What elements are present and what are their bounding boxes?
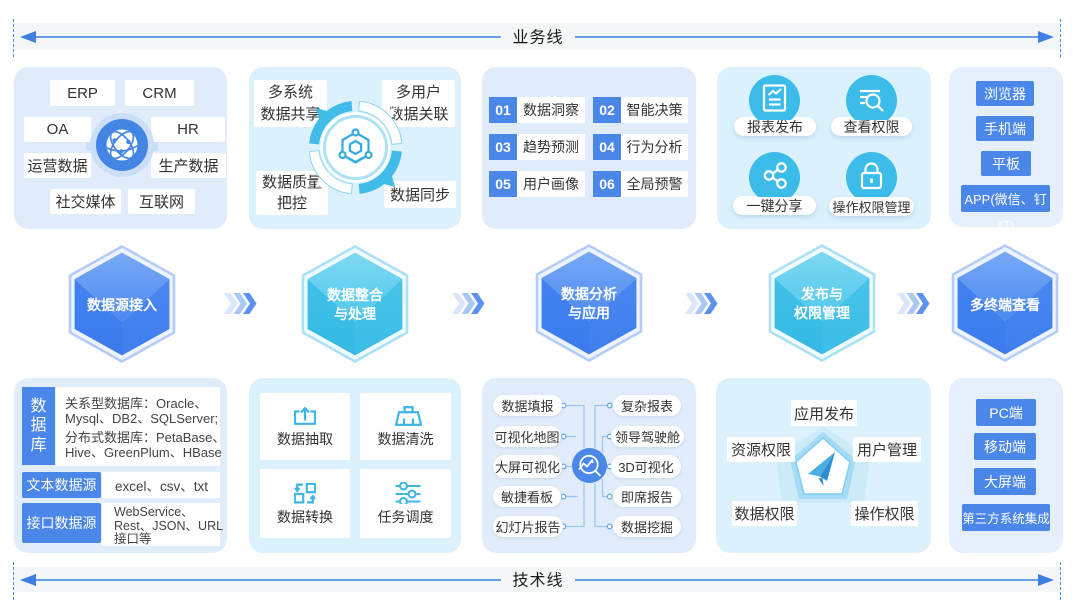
svg-text:业务线: 业务线 — [512, 29, 563, 47]
svg-text:技术线: 技术线 — [512, 572, 563, 590]
